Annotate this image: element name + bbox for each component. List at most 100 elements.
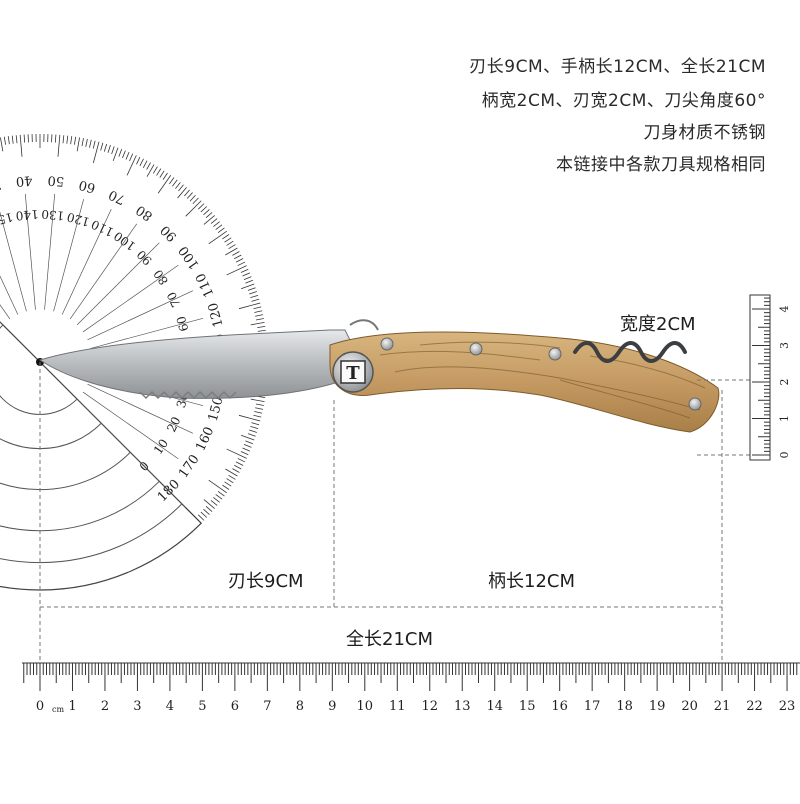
protractor-tick [178, 185, 183, 191]
width-label: 宽度2CM [620, 310, 696, 336]
protractor-tick [55, 135, 56, 143]
protractor-inner-number: 110 [89, 217, 116, 239]
protractor-tick [12, 136, 13, 144]
protractor-tick [93, 141, 95, 149]
protractor-tick [113, 148, 118, 161]
protractor-outer-number: 70 [106, 186, 127, 207]
ruler-number: 13 [454, 699, 471, 714]
ruler-number: 5 [198, 699, 206, 714]
protractor-outer-number: 80 [134, 202, 156, 224]
protractor-tick [204, 500, 215, 509]
protractor-tick [250, 295, 258, 297]
protractor-tick [216, 494, 222, 499]
protractor-tick [243, 448, 250, 451]
protractor-tick [255, 408, 263, 410]
protractor-outer-number: 170 [176, 452, 203, 481]
rivet [689, 398, 701, 410]
protractor-tick [129, 154, 132, 161]
protractor-tick [245, 280, 252, 283]
ruler-number: 8 [296, 699, 304, 714]
protractor-tick [250, 426, 258, 428]
spec-line-lengths: 刃长9CM、手柄长12CM、全长21CM [469, 52, 766, 77]
protractor-tick [258, 330, 266, 331]
protractor-tick [82, 138, 84, 146]
protractor-tick [172, 180, 177, 186]
side-ruler-number: 2 [778, 379, 791, 386]
ruler-number: 3 [133, 699, 141, 714]
protractor-outer-number: 60 [77, 176, 97, 195]
protractor-tick [67, 136, 68, 144]
ruler-number: 18 [616, 699, 633, 714]
protractor-tick [204, 215, 215, 224]
protractor-tick [211, 219, 217, 224]
protractor-tick [245, 441, 252, 444]
knife [40, 320, 719, 432]
ruler-number: 12 [421, 699, 438, 714]
blade-nail-nick [350, 320, 378, 330]
protractor-tick [74, 137, 75, 145]
protractor-tick [236, 462, 243, 466]
protractor-tick [0, 137, 2, 151]
rivet [470, 343, 482, 355]
protractor-tick [218, 491, 224, 496]
protractor-tick [198, 515, 204, 521]
ruler-number: 23 [779, 699, 796, 714]
protractor-tick [127, 155, 136, 175]
ruler-number: 15 [519, 699, 536, 714]
protractor-tick [225, 482, 232, 486]
protractor-tick [229, 475, 236, 479]
protractor-tick [218, 228, 224, 233]
protractor-tick [160, 171, 164, 178]
protractor-tick [256, 404, 264, 406]
protractor-outer-number: 110 [193, 270, 217, 299]
ruler-number: 0 [36, 699, 44, 714]
rivet [549, 348, 561, 360]
protractor-outer-number: 40 [15, 172, 33, 188]
ruler-number: 9 [328, 699, 336, 714]
protractor-inner-number: 100 [111, 229, 138, 254]
protractor-tick [206, 212, 212, 217]
protractor-tick [24, 135, 25, 143]
protractor-tick [163, 173, 167, 180]
protractor-tick [241, 284, 254, 289]
protractor-tick [248, 288, 256, 291]
protractor-tick [253, 307, 261, 309]
side-ruler-number: 0 [778, 452, 791, 459]
protractor-outer-number: 50 [47, 172, 65, 188]
protractor-tick [112, 146, 115, 154]
protractor-tick [225, 238, 232, 242]
protractor-tick [241, 269, 248, 272]
protractor-tick [249, 430, 257, 432]
protractor-tick [254, 311, 262, 313]
protractor-tick [157, 169, 161, 176]
protractor-tick [234, 255, 241, 259]
protractor-tick [147, 163, 151, 170]
protractor-tick [86, 139, 88, 147]
protractor-tick [104, 144, 106, 152]
protractor-tick [248, 434, 256, 437]
protractor-tick [238, 458, 245, 462]
blade-length-label: 刃长9CM [228, 567, 304, 593]
protractor-tick [178, 187, 187, 198]
ruler-number: 21 [714, 699, 731, 714]
protractor-tick [77, 137, 79, 151]
protractor-tick [184, 190, 189, 196]
protractor-inner-number: 120 [65, 210, 91, 229]
protractor-tick [136, 157, 140, 164]
ruler-number: 16 [551, 699, 568, 714]
ruler-number: 6 [231, 699, 239, 714]
protractor-tick [201, 512, 207, 517]
ruler-number: 4 [166, 699, 174, 714]
protractor-tick [255, 315, 263, 317]
protractor-tick [243, 273, 250, 276]
protractor-tick [244, 444, 251, 447]
protractor-tick [251, 322, 265, 324]
protractor-tick [251, 399, 265, 401]
ruler-number: 10 [357, 699, 374, 714]
ruler-number: 14 [486, 699, 503, 714]
protractor-tick [244, 277, 251, 280]
ruler-unit: cm [52, 705, 64, 714]
protractor-tick [8, 136, 9, 144]
protractor-tick [254, 411, 262, 413]
